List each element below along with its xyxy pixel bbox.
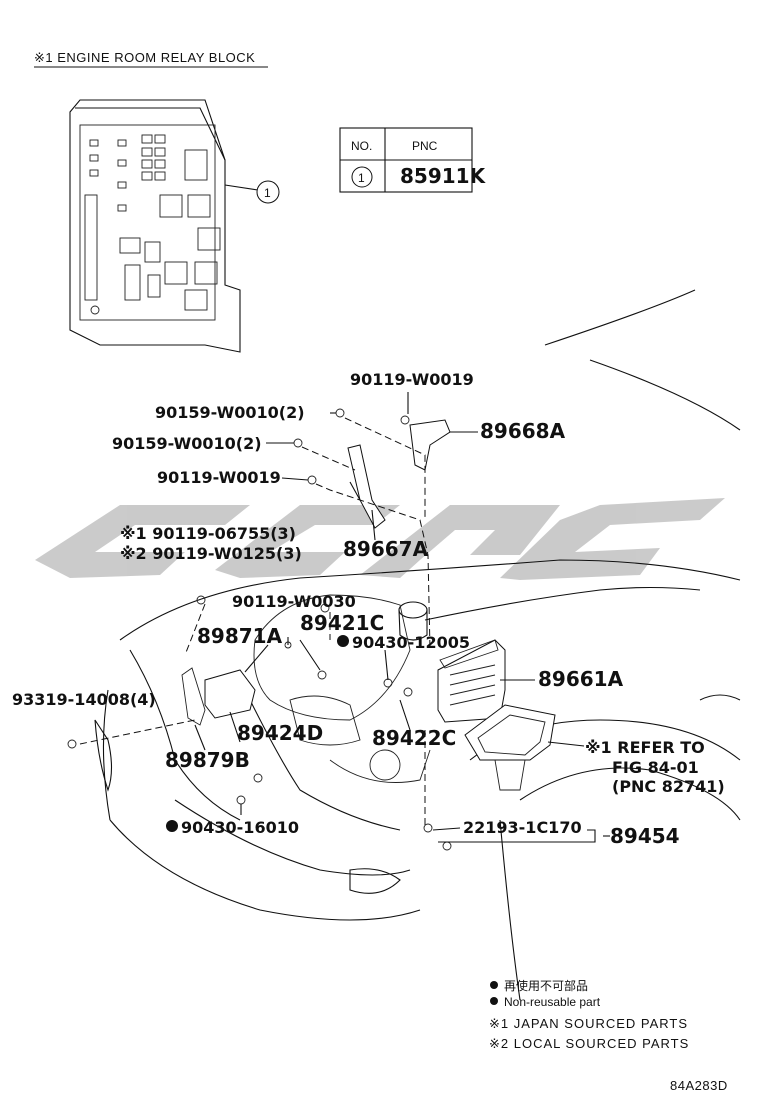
fasteners — [67, 408, 452, 851]
label-90119-w0019-mid: 90119-W0019 — [157, 468, 281, 487]
legend-note1: ※1 JAPAN SOURCED PARTS — [489, 1016, 688, 1031]
header-note: ※1 ENGINE ROOM RELAY BLOCK — [34, 50, 255, 65]
label-refer-3: (PNC 82741) — [612, 777, 725, 796]
label-refer-2: FIG 84-01 — [612, 758, 699, 777]
label-89424d: 89424D — [237, 721, 323, 745]
label-90119-w0030: 90119-W0030 — [232, 592, 356, 611]
label-89668a: 89668A — [480, 419, 566, 443]
label-89879b: 89879B — [165, 748, 250, 772]
legend-en: Non-reusable part — [504, 995, 601, 1009]
legend-jp: 再使用不可部品 — [504, 978, 588, 993]
relay-block-drawing — [69, 99, 259, 353]
bracket-89668a — [409, 419, 451, 471]
legend-dot-jp — [490, 981, 498, 989]
callout-relay-label: 1 — [264, 186, 271, 200]
label-93319-14008: 93319-14008(4) — [12, 690, 156, 709]
label-89871a: 89871A — [197, 624, 283, 648]
vehicle-outline — [94, 289, 741, 1001]
label-22193-1c170: 22193-1C170 — [463, 818, 582, 837]
pnc-col-no: NO. — [351, 139, 372, 153]
non-reusable-dot-2 — [166, 820, 178, 832]
label-90119-06755: ※1 90119-06755(3) — [120, 524, 296, 543]
leader-lines — [79, 392, 610, 843]
label-89667a: 89667A — [343, 537, 429, 561]
pnc-col-pnc: PNC — [412, 139, 438, 153]
label-refer-1: ※1 REFER TO — [585, 738, 705, 757]
label-89661a: 89661A — [538, 667, 624, 691]
legend-note2: ※2 LOCAL SOURCED PARTS — [489, 1036, 689, 1051]
label-90119-w0125: ※2 90119-W0125(3) — [120, 544, 302, 563]
pnc-row-no: 1 — [358, 171, 365, 185]
figure-code: 84A283D — [670, 1078, 728, 1093]
label-90159-w0010-a: 90159-W0010(2) — [155, 403, 305, 422]
ecu-module — [437, 639, 506, 723]
legend-dot-en — [490, 997, 498, 1005]
label-89454: 89454 — [610, 824, 680, 848]
label-90430-12005: 90430-12005 — [352, 633, 470, 652]
label-89422c: 89422C — [372, 726, 456, 750]
label-90119-w0019-top: 90119-W0019 — [350, 370, 474, 389]
pnc-row-pnc: 85911K — [400, 164, 487, 188]
callout-relay-circle — [256, 180, 280, 204]
label-90159-w0010-b: 90159-W0010(2) — [112, 434, 262, 453]
non-reusable-dot-1 — [337, 635, 349, 647]
sensor-89871a — [181, 667, 256, 726]
label-89421c: 89421C — [300, 611, 384, 635]
label-90430-16010: 90430-16010 — [181, 818, 299, 837]
pnc-row-no-circle — [351, 166, 373, 188]
ecu-cover-tray — [464, 704, 556, 791]
pnc-table — [339, 127, 473, 193]
watermark-logo — [35, 498, 725, 580]
